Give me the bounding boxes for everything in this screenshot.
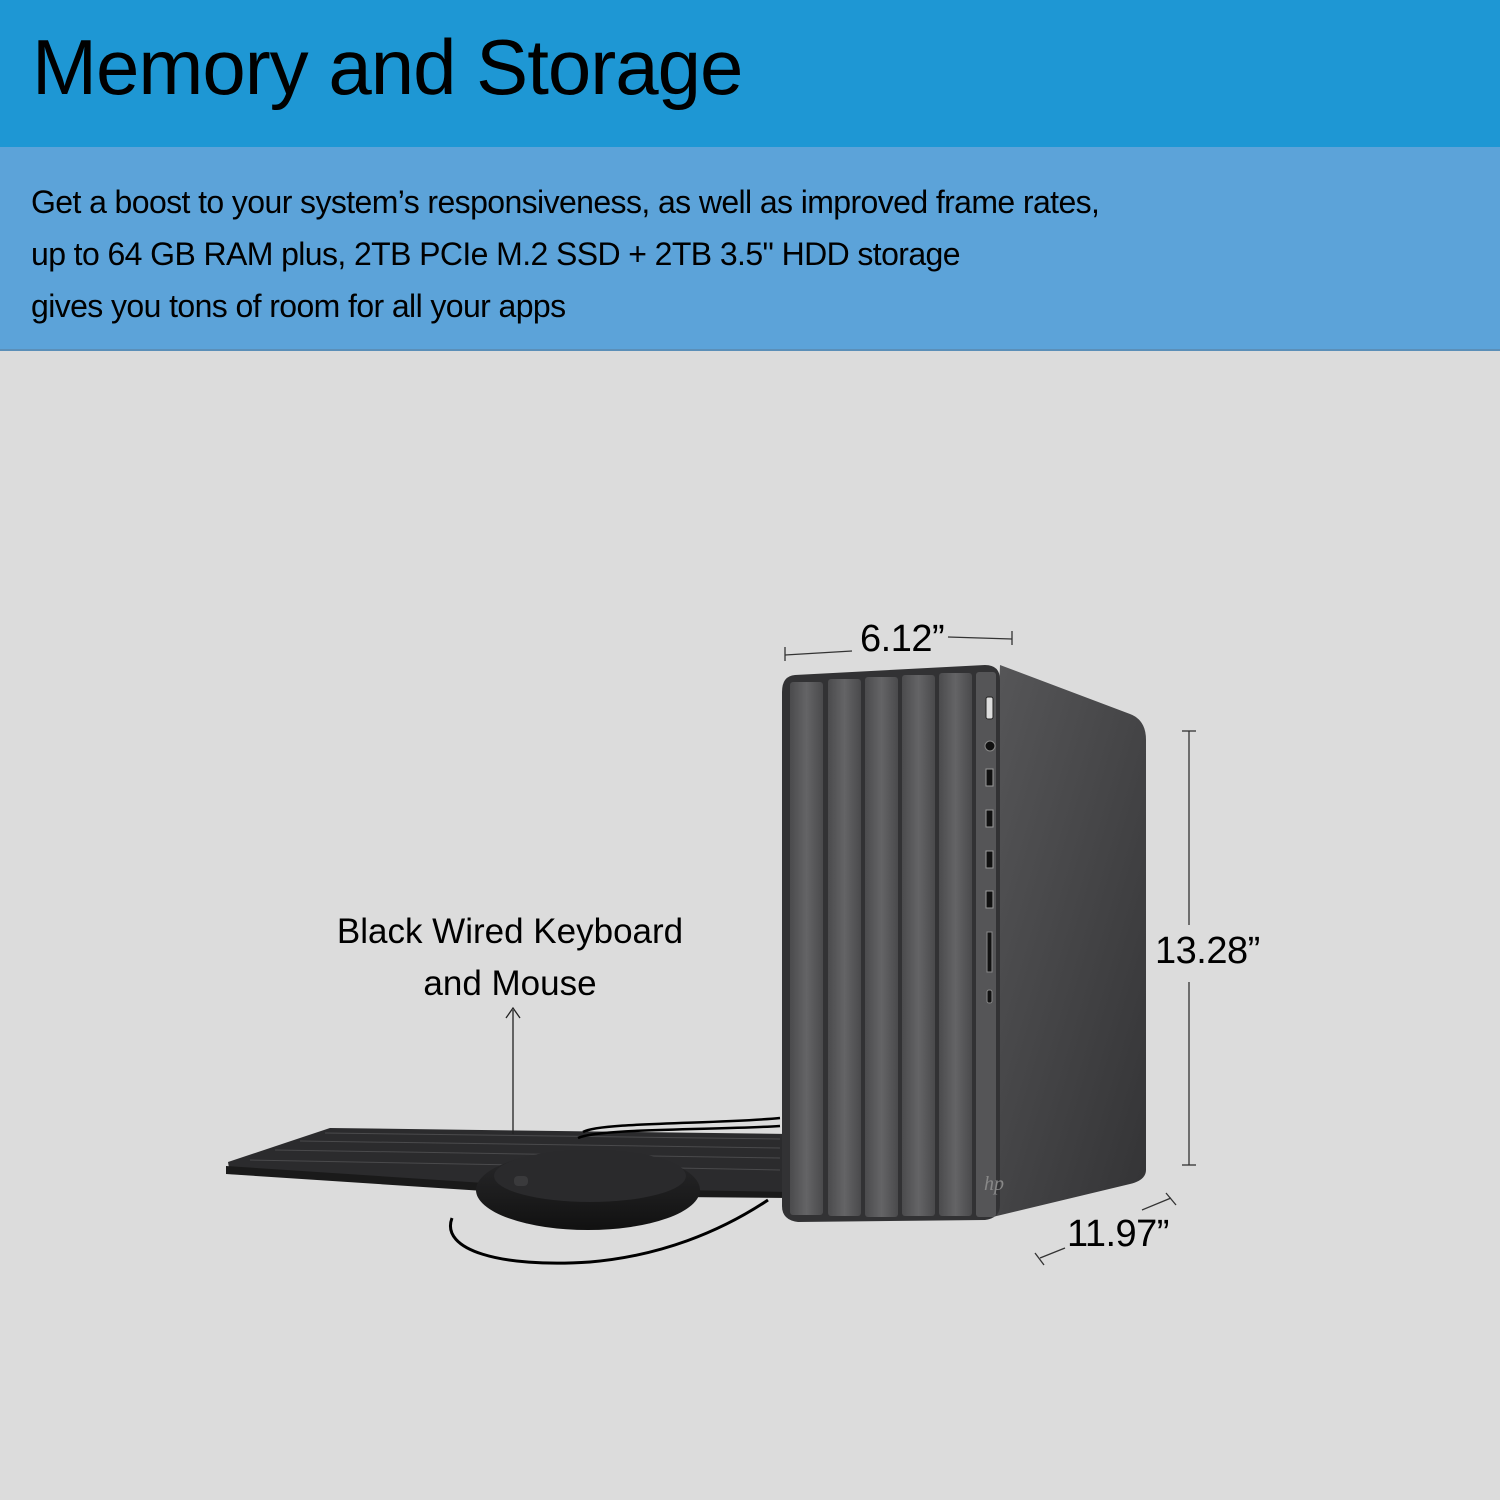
page-title: Memory and Storage xyxy=(32,23,743,111)
description-line-1: Get a boost to your system’s responsiven… xyxy=(31,184,1100,220)
description-band xyxy=(0,147,1500,351)
width-dimension-label: 6.12” xyxy=(860,618,945,660)
callout-line-2: and Mouse xyxy=(423,964,597,1003)
mouse xyxy=(449,1116,781,1265)
header-band: Memory and Storage xyxy=(0,0,1500,147)
description-line-2: up to 64 GB RAM plus, 2TB PCIe M.2 SSD +… xyxy=(31,236,961,272)
depth-dimension-line xyxy=(1034,1192,1177,1266)
front-io-ports xyxy=(984,696,996,1004)
accessory-callout: Black Wired Keyboard and Mouse xyxy=(310,906,710,1010)
desktop-tower: hp xyxy=(782,665,1146,1222)
callout-line-1: Black Wired Keyboard xyxy=(336,912,684,951)
height-dimension-line xyxy=(1182,730,1196,1166)
callout-arrow xyxy=(505,1006,521,1134)
height-dimension-label: 13.28” xyxy=(1155,930,1260,972)
depth-dimension-label: 11.97” xyxy=(1067,1213,1169,1255)
width-dimension-line xyxy=(784,631,1013,661)
hp-logo: hp xyxy=(984,1173,1004,1195)
description-line-3: gives you tons of room for all your apps xyxy=(31,288,566,324)
description-text: Get a boost to your system’s responsiven… xyxy=(31,176,1100,332)
